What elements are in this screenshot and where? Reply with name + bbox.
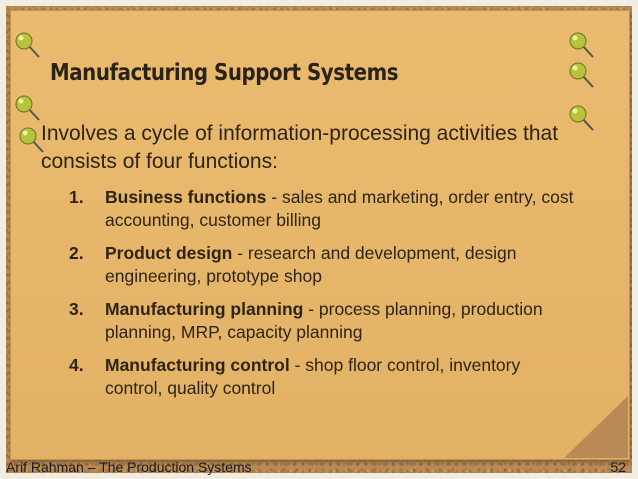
item-description: - process planning, production planning,… bbox=[105, 299, 543, 342]
pushpin-icon bbox=[569, 32, 594, 58]
pushpin-icon bbox=[569, 62, 594, 88]
footer-author: Arif Rahman – The Production Systems bbox=[6, 459, 252, 475]
functions-list: 1. Business functions - sales and marketi… bbox=[69, 186, 579, 410]
item-number: 2. bbox=[69, 243, 84, 263]
item-description: - sales and marketing, order entry, cost… bbox=[105, 187, 574, 230]
pushpin-icon bbox=[19, 127, 44, 153]
item-term: Product design bbox=[105, 243, 233, 263]
item-number: 1. bbox=[69, 187, 84, 207]
item-term: Business functions bbox=[105, 187, 267, 207]
list-item: 4. Manufacturing control - shop floor con… bbox=[69, 354, 579, 400]
pushpin-icon bbox=[15, 32, 40, 58]
item-description: - research and development, design engin… bbox=[105, 243, 517, 286]
item-term: Manufacturing planning bbox=[105, 299, 304, 319]
list-item: 2. Product design - research and developm… bbox=[69, 242, 579, 288]
list-item: 1. Business functions - sales and marketi… bbox=[69, 186, 579, 232]
item-number: 3. bbox=[69, 299, 84, 319]
page-number: 52 bbox=[610, 459, 626, 475]
pushpin-icon bbox=[569, 105, 594, 131]
item-description: - shop floor control, inventory control,… bbox=[105, 355, 521, 398]
intro-text: Involves a cycle of information-processi… bbox=[41, 122, 559, 173]
item-term: Manufacturing control bbox=[105, 355, 290, 375]
slide-title: Manufacturing Support Systems bbox=[50, 60, 399, 86]
note-paper bbox=[10, 10, 630, 460]
pushpin-icon bbox=[15, 95, 40, 121]
list-item: 3. Manufacturing planning - process plann… bbox=[69, 298, 579, 344]
item-number: 4. bbox=[69, 355, 84, 375]
